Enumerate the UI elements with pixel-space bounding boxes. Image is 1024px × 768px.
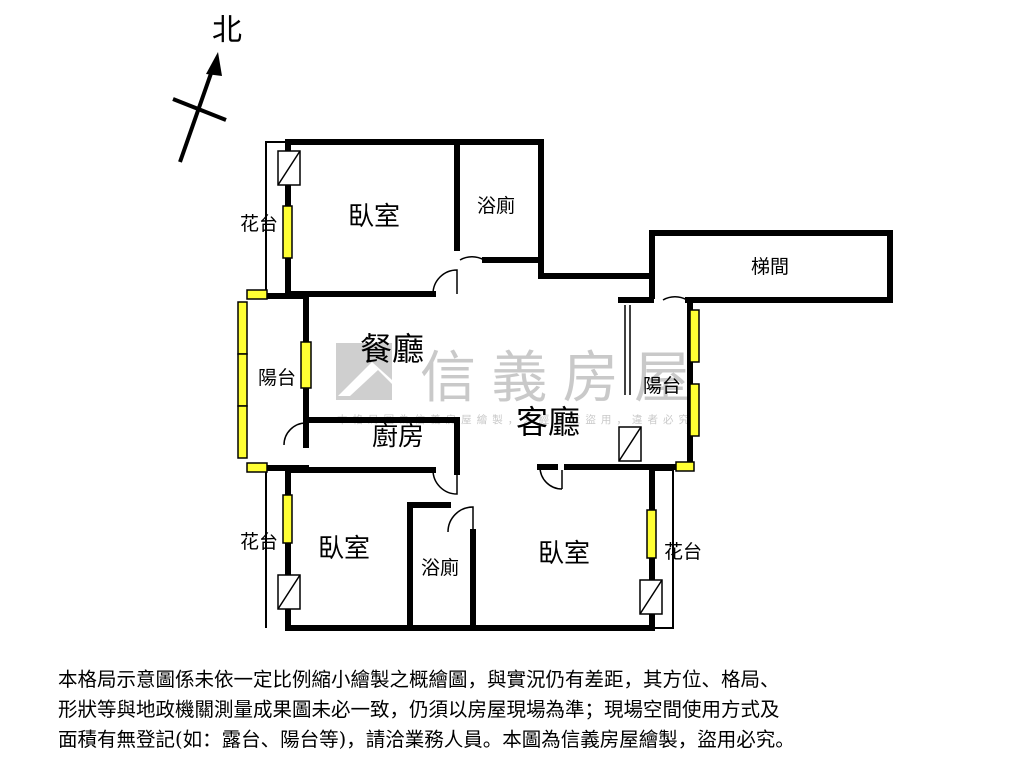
- window-bedroom-bl: [282, 494, 293, 544]
- compass: 北: [172, 13, 242, 163]
- north-arrow-icon: [178, 61, 217, 163]
- north-label: 北: [212, 13, 242, 48]
- label-kitchen: 廚房: [372, 422, 424, 452]
- window-balcony-left-1: [237, 301, 248, 355]
- label-bedroom-bottom-right: 臥室: [538, 539, 590, 569]
- label-living: 客廳: [516, 403, 580, 441]
- label-flower-bottom-right: 花台: [664, 541, 702, 563]
- label-bath-bottom: 浴廁: [421, 556, 459, 579]
- window-balcony-right-1: [689, 309, 700, 363]
- window-balcony-left-2: [237, 353, 248, 407]
- compass-crossbar-icon: [172, 97, 227, 122]
- label-bedroom-top: 臥室: [348, 202, 400, 232]
- door-bedroom-br: [539, 466, 563, 490]
- north-arrowhead-icon: [206, 52, 222, 76]
- label-flower-bottom-left: 花台: [240, 531, 278, 553]
- label-bedroom-bottom-left: 臥室: [318, 534, 370, 564]
- door-bedroom-top: [432, 269, 458, 295]
- watermark-logo: [336, 343, 392, 400]
- label-flower-top: 花台: [240, 213, 278, 235]
- disclaimer-line-1: 本格局示意圖係未依一定比例縮小繪製之概繪圖，與實況仍有差距，其方位、格局、: [58, 668, 780, 691]
- window-balcony-left-3: [237, 405, 248, 459]
- label-dining: 餐廳: [360, 330, 424, 368]
- window-bedroom-top: [282, 205, 293, 259]
- window-balcony-top-corner: [246, 289, 268, 300]
- windows: [237, 205, 700, 559]
- disclaimer-line-2: 形狀等與地政機關測量成果圖未必一致，仍須以房屋現場為準；現場空間使用方式及: [58, 698, 780, 721]
- window-balcony-right-2: [689, 383, 700, 437]
- window-balcony-bottom-corner: [246, 462, 268, 473]
- label-balcony-right: 陽台: [643, 375, 681, 397]
- room-labels: 臥室 浴廁 梯間 花台 餐廳 陽台 廚房 客廳 陽台 花台 臥室 浴廁 臥室 花…: [240, 194, 789, 579]
- disclaimer-line-3: 面積有無登記(如：露台、陽台等)，請洽業務人員。本圖為信義房屋繪製，盜用必究。: [58, 728, 795, 751]
- door-bedroom-bl: [432, 469, 458, 495]
- window-balcony-right-corner: [675, 461, 695, 472]
- doors: [283, 256, 688, 533]
- label-balcony-left: 陽台: [258, 367, 296, 389]
- label-bath-top: 浴廁: [477, 194, 515, 217]
- door-stair: [662, 296, 688, 301]
- label-stair: 梯間: [751, 256, 789, 278]
- door-bath-bottom: [447, 506, 474, 533]
- ac-units: [277, 150, 663, 615]
- window-dining: [300, 341, 312, 389]
- door-bath-top: [459, 256, 485, 261]
- door-balcony-left: [283, 422, 307, 446]
- disclaimer: 本格局示意圖係未依一定比例縮小繪製之概繪圖，與實況仍有差距，其方位、格局、 形狀…: [58, 665, 978, 755]
- window-bedroom-br: [646, 509, 657, 559]
- sliding-door: [624, 305, 631, 395]
